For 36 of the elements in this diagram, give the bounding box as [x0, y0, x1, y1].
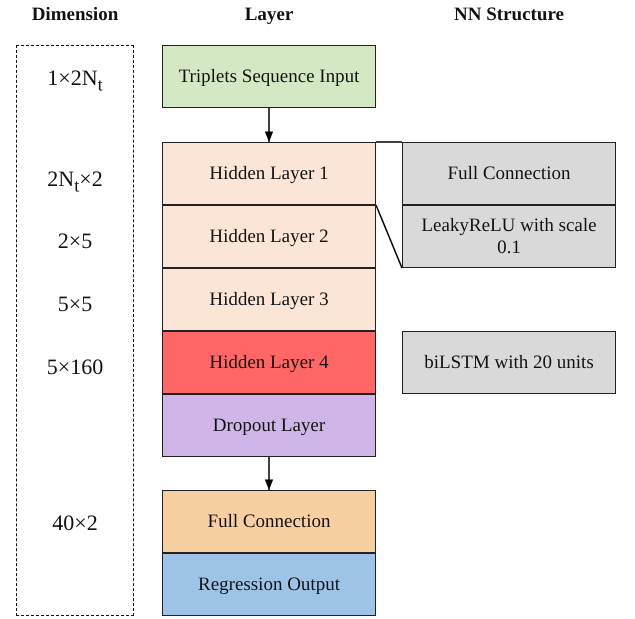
layer-box [162, 553, 376, 616]
dimension-label: 2N$_{t}$×2 [46, 166, 104, 198]
dimension-label: 5×5 [56, 291, 94, 317]
node-label: Full Connection [446, 162, 572, 184]
layer-box [162, 394, 376, 457]
node-label: Dropout Layer [212, 414, 326, 436]
layer-box [162, 142, 376, 205]
layer-box [162, 205, 376, 268]
arrow [264, 108, 274, 142]
layer-box [162, 331, 376, 394]
arrow [264, 457, 274, 490]
dimension-label: 40×2 [51, 510, 99, 536]
node-label: biLSTM with 20 units [423, 352, 595, 374]
dimension-label: 5×160 [46, 354, 104, 380]
node-label: LeakyReLU with scale 0.1 [420, 214, 598, 258]
layer-box [162, 45, 376, 108]
dimension-label: 2×5 [56, 228, 94, 254]
structure-box [402, 331, 616, 394]
column-heading: NN Structure [453, 4, 565, 26]
connector-line [376, 141, 402, 143]
node-label: Full Connection [206, 510, 332, 532]
dimension-label: 1×2N$_{t}$ [46, 65, 104, 96]
column-heading: Dimension [30, 4, 120, 26]
node-label: Hidden Layer 4 [208, 352, 330, 374]
node-label: Triplets Sequence Input [178, 66, 360, 88]
structure-box [402, 205, 616, 268]
column-heading: Layer [244, 4, 294, 26]
node-label: Hidden Layer 1 [208, 162, 330, 184]
layer-box [162, 490, 376, 553]
connector-line [375, 204, 403, 268]
structure-box [402, 142, 616, 205]
dashed-box [16, 45, 134, 616]
node-label: Regression Output [197, 574, 341, 596]
node-label: Hidden Layer 3 [208, 288, 330, 310]
layer-box [162, 268, 376, 331]
node-label: Hidden Layer 2 [208, 226, 330, 248]
